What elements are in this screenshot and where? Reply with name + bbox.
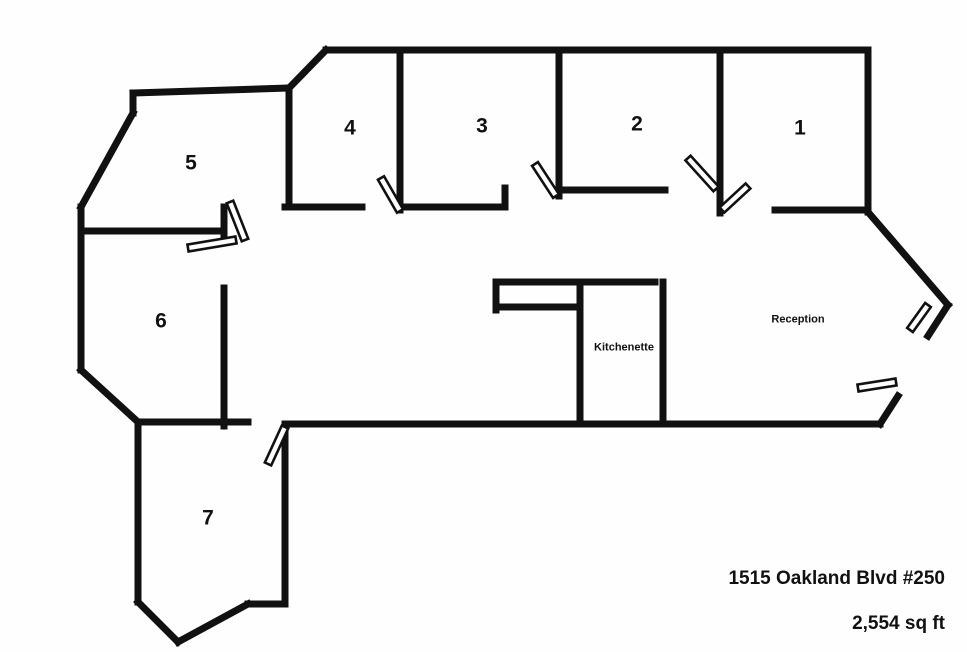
- walls-group: [76, 45, 953, 647]
- door-reception-right: [905, 301, 933, 334]
- door-room-7-leaf: [263, 423, 290, 468]
- door-reception-right-leaf: [905, 301, 933, 334]
- door-reception-bottom: [855, 377, 899, 393]
- room-number-2: 2: [631, 112, 643, 136]
- wall-reception-right-notch: [923, 300, 953, 341]
- plan-area-caption: 2,554 sq ft: [852, 613, 945, 634]
- door-room-5-vertical: [225, 199, 250, 243]
- area-label-reception: Reception: [771, 313, 825, 326]
- door-room-2-leaf: [683, 153, 721, 194]
- wall-bottom-right-diagonal: [875, 391, 903, 429]
- room-number-1: 1: [794, 116, 806, 140]
- door-room-4: [376, 174, 405, 215]
- wall-5-left-diagonal: [76, 108, 138, 212]
- door-room-6-horizontal-leaf: [185, 235, 239, 253]
- room-number-3: 3: [476, 114, 488, 138]
- door-room-4-leaf: [376, 174, 405, 215]
- door-room-6-horizontal: [185, 235, 239, 253]
- door-room-3-leaf: [530, 160, 561, 200]
- room-number-5: 5: [185, 151, 197, 175]
- doors-group: [185, 153, 933, 468]
- door-room-1: [717, 181, 753, 215]
- wall-5-top: [129, 84, 293, 97]
- top-wall-diagonal-left: [284, 45, 331, 93]
- door-reception-bottom-leaf: [855, 377, 899, 393]
- room-number-4: 4: [344, 116, 356, 140]
- door-room-1-leaf: [717, 181, 753, 215]
- room-number-7: 7: [202, 506, 214, 530]
- door-room-5-vertical-leaf: [225, 199, 250, 243]
- wall-6-left-diagonal: [76, 365, 143, 427]
- wall-7-bottom-right-diagonal: [173, 599, 253, 647]
- door-room-7: [263, 423, 290, 468]
- plan-address-caption: 1515 Oakland Blvd #250: [728, 568, 945, 589]
- door-room-3: [530, 160, 561, 200]
- door-room-2: [683, 153, 721, 194]
- area-label-kitchenette: Kitchenette: [594, 341, 654, 354]
- wall-reception-right-diagonal: [863, 207, 953, 310]
- room-number-6: 6: [155, 309, 167, 333]
- wall-7-bottom-left-diagonal: [133, 597, 183, 647]
